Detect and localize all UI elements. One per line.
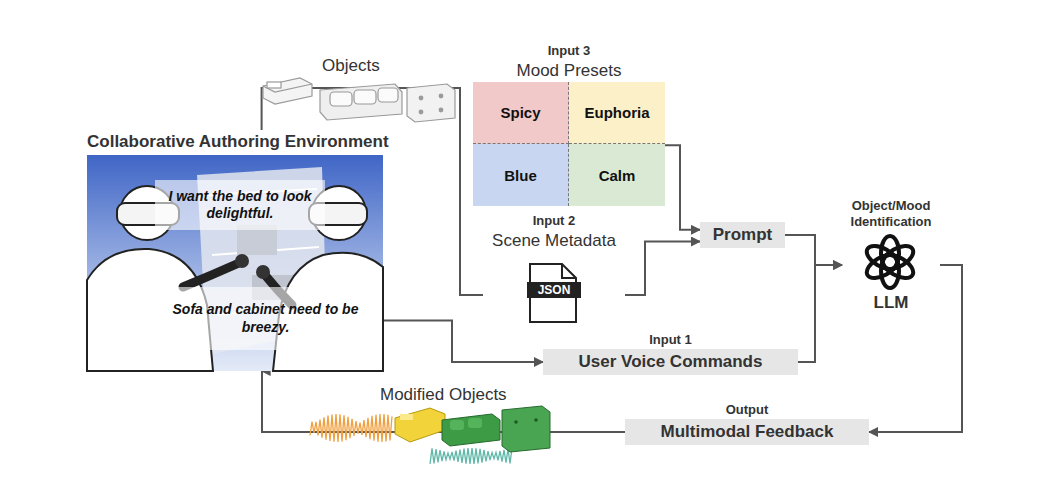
node-panel: Collaborative Authoring EnvironmentI wan… <box>87 130 383 371</box>
node-cell: Spicy <box>473 82 569 144</box>
process-box: Multimodal Feedback <box>625 419 869 445</box>
node-hbox: Input 1 User Voice Commands <box>543 331 798 375</box>
sound-wave <box>310 414 392 442</box>
mood-label: Euphoria <box>584 104 649 121</box>
node-json: Input 2Scene MetadataJSON <box>483 212 625 322</box>
sound-wave <box>430 448 512 464</box>
box-label: Prompt <box>713 225 773 245</box>
figure-label: Modified Objects <box>380 385 507 405</box>
input-tag: Input 2 <box>483 212 625 230</box>
group-title: Mood Presets <box>453 60 685 82</box>
group-title: Scene Metadata <box>473 230 635 252</box>
node-cell: Calm <box>569 144 665 206</box>
speech-text: Sofa and cabinet need to be breezy. <box>161 301 370 336</box>
mood-label: Calm <box>599 167 636 184</box>
box-label: Multimodal Feedback <box>661 422 834 442</box>
model-caption: Object/Mood Identification <box>836 198 946 230</box>
flow-connector <box>383 320 543 362</box>
mood-label: Spicy <box>500 104 540 121</box>
node-bubble: Sofa and cabinet need to be breezy. <box>153 287 378 350</box>
node-cell: Euphoria <box>569 82 665 144</box>
model-label: LLM <box>842 292 940 314</box>
node-box: Prompt <box>700 222 785 248</box>
speech-text: I want the bed to look delightful. <box>163 188 317 223</box>
mood-label: Blue <box>504 167 537 184</box>
input-tag: Output <box>625 401 869 419</box>
figure-label: Objects <box>322 56 380 76</box>
node-llm: Object/Mood IdentificationLLM <box>842 198 940 320</box>
flow-connector <box>785 235 842 265</box>
modified-object-icons <box>310 406 550 464</box>
node-cell: Blue <box>473 144 569 206</box>
flow-connector <box>625 242 700 296</box>
flow-connector <box>665 145 700 230</box>
object-icons <box>263 78 455 122</box>
process-box: User Voice Commands <box>543 349 798 375</box>
box-label: User Voice Commands <box>579 352 763 372</box>
node-bubble: I want the bed to look delightful. <box>155 180 325 230</box>
panel-title: Collaborative Authoring Environment <box>87 132 389 152</box>
input-tag: Input 1 <box>543 331 798 349</box>
input-tag: Input 3 <box>473 42 665 60</box>
scene-illustration <box>87 155 383 371</box>
node-mood: Input 3Mood PresetsSpicyEuphoriaBlueCalm <box>473 42 665 206</box>
file-type-tag: JSON <box>527 282 581 298</box>
llm-logo <box>863 236 917 288</box>
flow-connector <box>869 265 962 432</box>
node-hbox: OutputMultimodal Feedback <box>625 401 869 445</box>
flow-connector <box>798 265 842 362</box>
